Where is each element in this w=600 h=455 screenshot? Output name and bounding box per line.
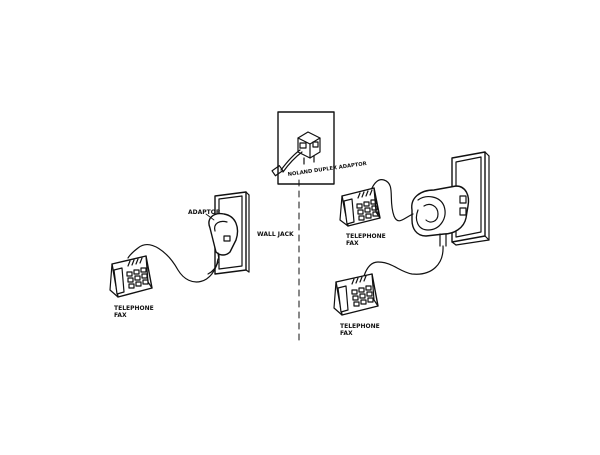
right-top-cord [371,179,414,222]
right-bottom-cord [363,245,444,277]
left-cord [127,244,219,283]
right-top-phone-label-1: TELEPHONE [346,233,386,240]
wall-jack-label: WALL JACK [257,231,294,238]
right-duplex-adaptor [411,185,470,247]
inset-duplex-adaptor: NOLAND DUPLEX ADAPTOR [271,111,367,185]
right-bottom-phone-label-1: TELEPHONE [340,323,380,330]
left-phone-label-2: FAX [114,312,127,319]
left-phone-label-1: TELEPHONE [114,305,154,312]
left-adaptor [208,212,239,261]
inset-caption: NOLAND DUPLEX ADAPTOR [287,161,367,178]
adaptor-label: ADAPTOR [188,209,221,216]
right-bottom-phone-label-2: FAX [340,330,353,337]
right-top-telephone-icon [339,187,381,227]
right-top-phone-label-2: FAX [346,240,359,247]
left-telephone-icon [109,255,153,298]
right-bottom-telephone-icon [333,273,379,316]
